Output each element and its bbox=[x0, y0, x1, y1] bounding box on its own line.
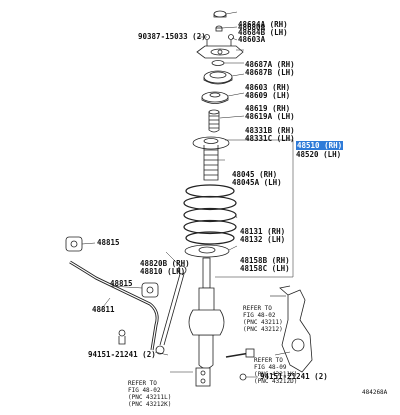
label-48687: 48687A (RH)48687B (LH) bbox=[245, 60, 295, 77]
label-48131: 48131 (RH)48132 (LH) bbox=[240, 227, 286, 244]
label-48603A: 48603A bbox=[238, 35, 266, 44]
upper-mount-48603A bbox=[196, 45, 244, 59]
upper-cap-48684 bbox=[213, 10, 227, 18]
bolt-94151-right bbox=[239, 373, 247, 381]
strut-assembly-diagram bbox=[65, 10, 313, 387]
label-48811: 48811 bbox=[92, 305, 115, 314]
label-48680: 48680A bbox=[238, 23, 266, 32]
leader-lines bbox=[81, 11, 294, 378]
ref-arrows bbox=[170, 295, 291, 373]
bushing-48815 bbox=[65, 236, 83, 252]
bearing-48619 bbox=[201, 91, 229, 104]
label-48815-upper: 48815 bbox=[97, 238, 120, 247]
label-48510-highlight[interactable]: 48510 (RH) bbox=[296, 141, 344, 150]
label-48045: 48045 (RH)48045A (LH) bbox=[232, 170, 282, 187]
label-48619: 48619 (RH)48619A (LH) bbox=[245, 104, 295, 121]
figure-code: 484268A bbox=[362, 389, 388, 396]
label-48820: 48820B (RH)48810 (LH) bbox=[140, 259, 190, 276]
label-48331: 48331B (RH)48331C (LH) bbox=[245, 126, 295, 143]
nut-48680 bbox=[215, 25, 223, 32]
strut-absorber bbox=[188, 257, 225, 387]
label-48815-lower: 48815 bbox=[110, 279, 133, 288]
label-48158: 48158B (RH)48158C (LH) bbox=[240, 256, 290, 273]
label-94151-left: 94151-21241 (2) bbox=[88, 350, 156, 359]
support-48603 bbox=[203, 70, 233, 85]
bound-stopper-48331 bbox=[208, 109, 220, 133]
spacer-48687 bbox=[211, 60, 225, 66]
insulator-48158 bbox=[184, 244, 230, 258]
label-94151-right: 94151-21241 (2) bbox=[260, 372, 328, 381]
bolt-94151-left bbox=[118, 329, 126, 345]
stabilizer-link-48820 bbox=[155, 265, 187, 355]
label-48684: 48684A (RH)48684B (LH) bbox=[238, 20, 288, 37]
label-90387: 90387-15033 (2) bbox=[138, 32, 206, 41]
coil-spring-48131 bbox=[183, 184, 237, 245]
steering-knuckle bbox=[279, 285, 313, 373]
bushing-48815-lower bbox=[141, 282, 159, 298]
spring-seat-48045 bbox=[192, 136, 230, 181]
bolt-mid-right bbox=[225, 348, 255, 358]
label-48520: 48520 (LH) bbox=[296, 150, 342, 159]
label-48603-48609: 48603 (RH)48609 (LH) bbox=[245, 83, 291, 100]
